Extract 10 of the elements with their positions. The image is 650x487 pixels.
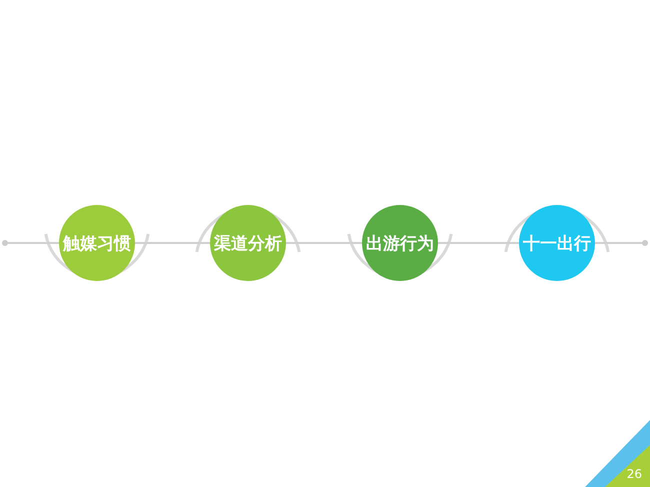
step-circle: 渠道分析 (210, 205, 286, 281)
connector-line (2, 240, 59, 246)
page-number: 26 (626, 467, 642, 481)
connector-line (286, 242, 362, 244)
connector-line (595, 240, 648, 246)
step-circle: 十一出行 (519, 205, 595, 281)
step-circle: 出游行为 (362, 205, 438, 281)
step-circle: 触媒习惯 (59, 205, 135, 281)
connector-line (438, 242, 519, 244)
connector-line (135, 242, 210, 244)
